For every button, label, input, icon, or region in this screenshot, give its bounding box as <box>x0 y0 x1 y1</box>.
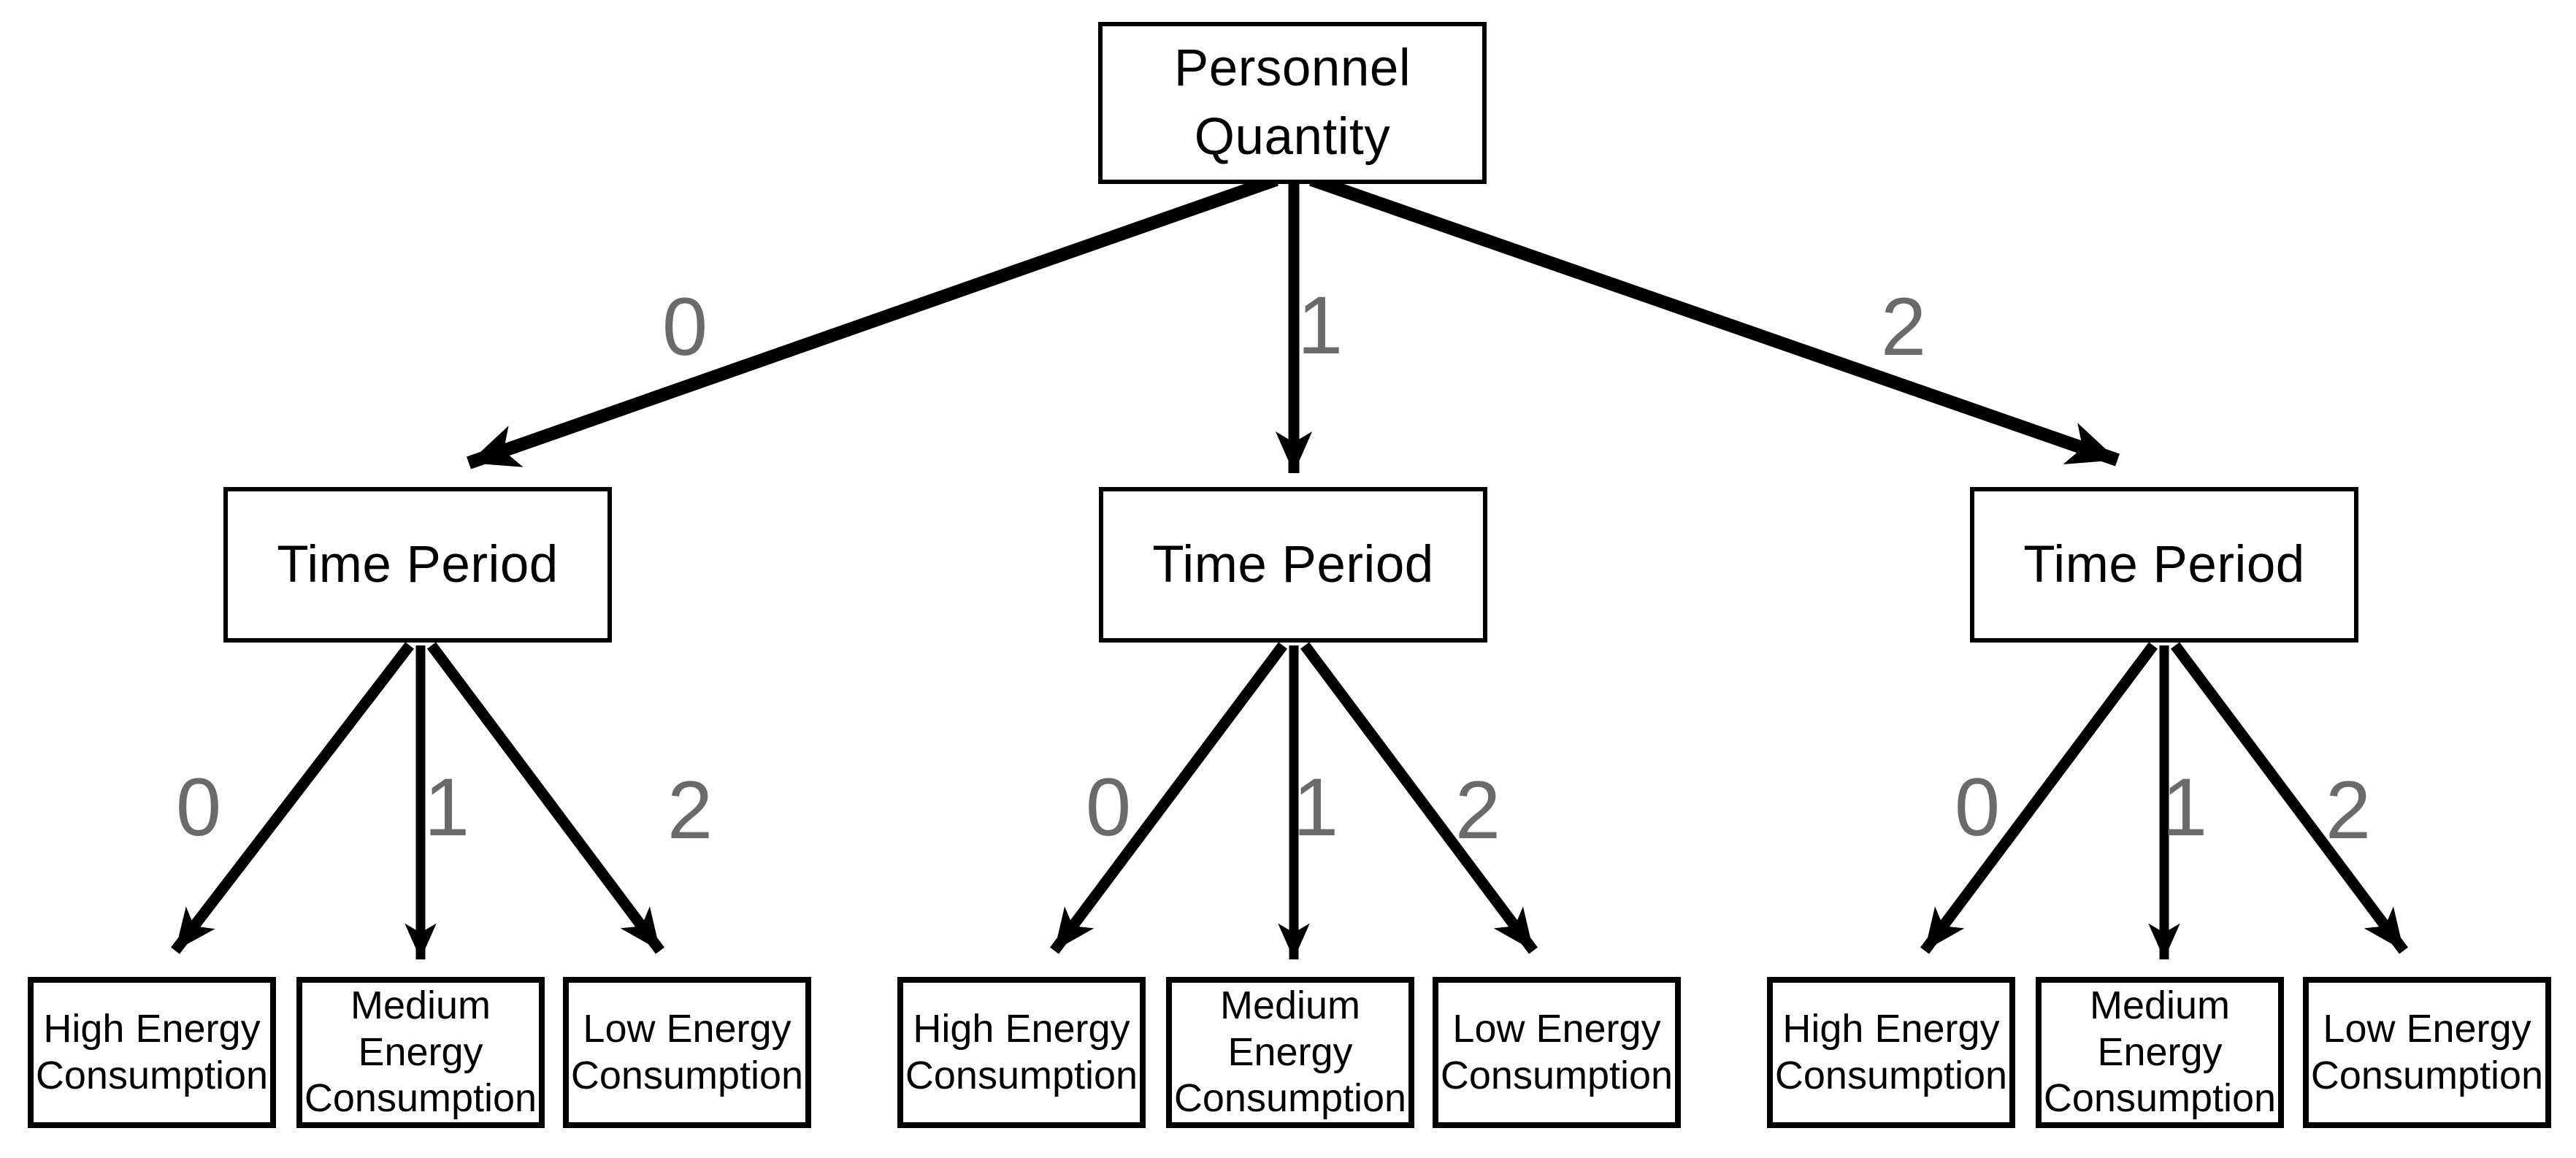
edge-label-tp2-0: 0 <box>1954 762 2001 853</box>
edge-tp0-2 <box>426 642 665 954</box>
node-high-energy-consumption: High Energy Consumption <box>897 977 1146 1128</box>
edge-label-tp0-1: 1 <box>423 762 470 853</box>
node-high-energy-consumption: High Energy Consumption <box>1767 977 2015 1128</box>
edge-tp1-2 <box>1300 642 1538 954</box>
edge-label-root-2: 2 <box>1880 281 1927 372</box>
node-low-energy-consumption: Low Energy Consumption <box>563 977 811 1128</box>
edge-label-tp1-1: 1 <box>1292 762 1339 853</box>
node-label: Medium Energy Consumption <box>1173 983 1407 1121</box>
node-label: Low Energy Consumption <box>1440 1006 1674 1097</box>
edge-label-tp0-2: 2 <box>667 764 713 856</box>
node-label: Medium Energy Consumption <box>2043 983 2277 1121</box>
node-label: Low Energy Consumption <box>2310 1006 2544 1097</box>
edge-tp1-0 <box>1049 642 1288 954</box>
node-medium-energy-consumption: Medium Energy Consumption <box>1166 977 1414 1128</box>
edge-label-tp0-0: 0 <box>175 762 222 853</box>
edge-tp2-0 <box>1920 642 2158 954</box>
node-label: High Energy Consumption <box>1774 1006 2008 1097</box>
node-time-period-1: Time Period <box>1099 487 1487 643</box>
node-medium-energy-consumption: Medium Energy Consumption <box>296 977 545 1128</box>
node-low-energy-consumption: Low Energy Consumption <box>1433 977 1681 1128</box>
edge-label-tp2-2: 2 <box>2325 764 2372 856</box>
node-label: Medium Energy Consumption <box>304 983 537 1121</box>
edge-label-root-0: 0 <box>662 281 708 372</box>
node-time-period-2: Time Period <box>1970 487 2358 643</box>
node-personnel-quantity: Personnel Quantity <box>1098 22 1487 184</box>
edge-label-tp1-2: 2 <box>1454 764 1501 856</box>
edge-label-tp1-0: 0 <box>1085 762 1132 853</box>
edge-label-root-1: 1 <box>1297 280 1343 371</box>
node-medium-energy-consumption: Medium Energy Consumption <box>2036 977 2284 1128</box>
node-low-energy-consumption: Low Energy Consumption <box>2303 977 2551 1128</box>
node-label: High Energy Consumption <box>905 1006 1138 1097</box>
node-label: Personnel Quantity <box>1173 39 1411 166</box>
edge-label-tp2-1: 1 <box>2161 762 2208 853</box>
node-high-energy-consumption: High Energy Consumption <box>28 977 276 1128</box>
edge-tp2-2 <box>2170 642 2409 954</box>
node-label: High Energy Consumption <box>35 1006 269 1097</box>
node-label: Time Period <box>2023 535 2305 594</box>
node-label: Low Energy Consumption <box>570 1006 804 1097</box>
edge-root-0 <box>467 173 1279 469</box>
edge-tp0-0 <box>171 642 414 954</box>
edge-root-2 <box>1309 173 2120 467</box>
node-time-period-0: Time Period <box>223 487 612 643</box>
node-label: Time Period <box>1152 535 1434 594</box>
node-label: Time Period <box>277 535 559 594</box>
